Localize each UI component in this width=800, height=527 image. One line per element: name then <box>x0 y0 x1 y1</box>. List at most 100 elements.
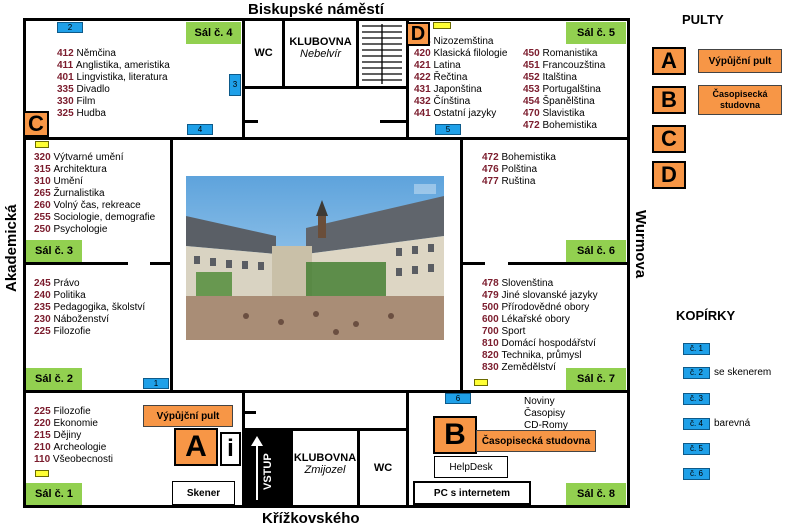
class-number: 477 <box>482 176 502 187</box>
outer-wall-bottom <box>23 505 630 508</box>
class-number: 450 <box>523 48 543 59</box>
class-label: Nizozemština <box>433 36 494 47</box>
courtyard-wall-top <box>170 137 463 140</box>
list-item: 335 Divadlo <box>57 84 170 96</box>
wall-club-bottom-right <box>357 428 360 508</box>
kopirky-title: KOPÍRKY <box>676 308 736 323</box>
class-label: Architektura <box>53 164 107 175</box>
legend-desk-b-label: Časopisecká studovna <box>698 85 782 115</box>
legend-copier-1: č. 1 <box>683 343 710 355</box>
outer-wall-top <box>23 18 630 21</box>
hall-2-label: Sál č. 2 <box>26 368 82 390</box>
class-number: 230 <box>34 314 54 325</box>
wall-s1-right <box>242 390 245 508</box>
class-number: 432 <box>414 96 434 107</box>
list-item: 478 Slovenština <box>482 278 598 290</box>
copier-marker-6: 6 <box>445 393 471 404</box>
class-label: Lékařské obory <box>501 314 570 325</box>
street-left: Akademická <box>3 204 20 292</box>
legend-desk-c: C <box>652 125 686 153</box>
list-item: 260 Volný čas, rekreace <box>34 200 155 212</box>
class-label: Portugalština <box>542 84 601 95</box>
hall-7-label: Sál č. 7 <box>566 368 626 390</box>
class-number: 110 <box>34 454 53 465</box>
class-label: Latina <box>433 60 461 71</box>
yellow-marker <box>474 379 488 386</box>
list-item: CD-Romy <box>524 420 568 431</box>
class-label: Domácí hospodářství <box>501 338 596 349</box>
class-label: Anglistika, ameristika <box>75 60 170 71</box>
wall-s3-s2 <box>23 262 128 265</box>
class-number: 411 <box>57 60 76 71</box>
class-number: 453 <box>523 84 543 95</box>
list-item: 479 Jiné slovanské jazyky <box>482 290 598 302</box>
list-item: 250 Psychologie <box>34 224 155 236</box>
wall-s3-s2-right <box>150 262 173 265</box>
class-number: 478 <box>482 278 502 289</box>
wall-s6-s7-right <box>508 262 630 265</box>
list-item: 810 Domácí hospodářství <box>482 338 598 350</box>
class-label: Divadlo <box>76 84 110 95</box>
copier-marker-2: 2 <box>57 22 83 33</box>
class-label: Pedagogika, školství <box>53 302 146 313</box>
list-item: 225 Filozofie <box>34 406 113 418</box>
class-number: 245 <box>34 278 54 289</box>
class-number: 476 <box>482 164 502 175</box>
copier-marker-5: 5 <box>435 124 461 135</box>
class-number: 412 <box>57 48 77 59</box>
class-number: 220 <box>34 418 54 429</box>
list-item: 820 Technika, průmysl <box>482 350 598 362</box>
list-item: 310 Umění <box>34 176 155 188</box>
class-label: Umění <box>53 176 83 187</box>
wall-top-mid-h2 <box>242 120 258 123</box>
class-number: 830 <box>482 362 502 373</box>
courtyard-wall-left <box>170 137 173 393</box>
club-top-name: Nebelvír <box>300 48 341 60</box>
class-number: 441 <box>414 108 434 119</box>
class-label: Slovenština <box>501 278 554 289</box>
legend-copier-3: č. 3 <box>683 393 710 405</box>
class-label: Politika <box>53 290 86 301</box>
class-number: 240 <box>34 290 54 301</box>
hall-5-label: Sál č. 5 <box>566 22 626 44</box>
class-label: Klasická filologie <box>433 48 508 59</box>
class-label: Lingvistika, literatura <box>76 72 168 83</box>
class-number: 470 <box>523 108 543 119</box>
list-item: 245 Právo <box>34 278 145 290</box>
list-item: 215 Dějiny <box>34 430 113 442</box>
class-number: 422 <box>414 72 434 83</box>
class-label: Ostatní jazyky <box>433 108 497 119</box>
list-item: Časopisy <box>524 408 566 419</box>
pc-room: PC s internetem <box>413 481 531 505</box>
list-item: 320 Výtvarné umění <box>34 152 155 164</box>
wall-top-mid-h3 <box>380 120 408 123</box>
list-item: 420 Klasická filologie <box>414 48 507 60</box>
yellow-marker <box>35 470 49 477</box>
class-number: 401 <box>57 72 77 83</box>
class-number: 810 <box>482 338 502 349</box>
list-item: 422 Řečtina <box>414 72 507 84</box>
entrance-arrow-icon <box>251 436 263 500</box>
class-number: 315 <box>34 164 54 175</box>
class-number: 330 <box>57 96 77 107</box>
desk-b-marker: B <box>433 416 477 454</box>
class-number: 265 <box>34 188 54 199</box>
wall-stairs-right <box>406 18 409 138</box>
class-label: Francouzština <box>542 60 606 71</box>
pulty-title: PULTY <box>682 12 724 27</box>
wall-top-corridor-right <box>460 137 630 140</box>
legend-desk-a: A <box>652 47 686 75</box>
wall-top-mid-h <box>242 86 408 89</box>
list-item: 265 Žurnalistika <box>34 188 155 200</box>
class-label: Právo <box>53 278 80 289</box>
class-number: 479 <box>482 290 502 301</box>
wall-s6-s7 <box>460 262 485 265</box>
class-label: Výtvarné umění <box>53 152 124 163</box>
class-label: Italština <box>542 72 577 83</box>
info-box: i <box>220 432 241 466</box>
class-number: 600 <box>482 314 502 325</box>
